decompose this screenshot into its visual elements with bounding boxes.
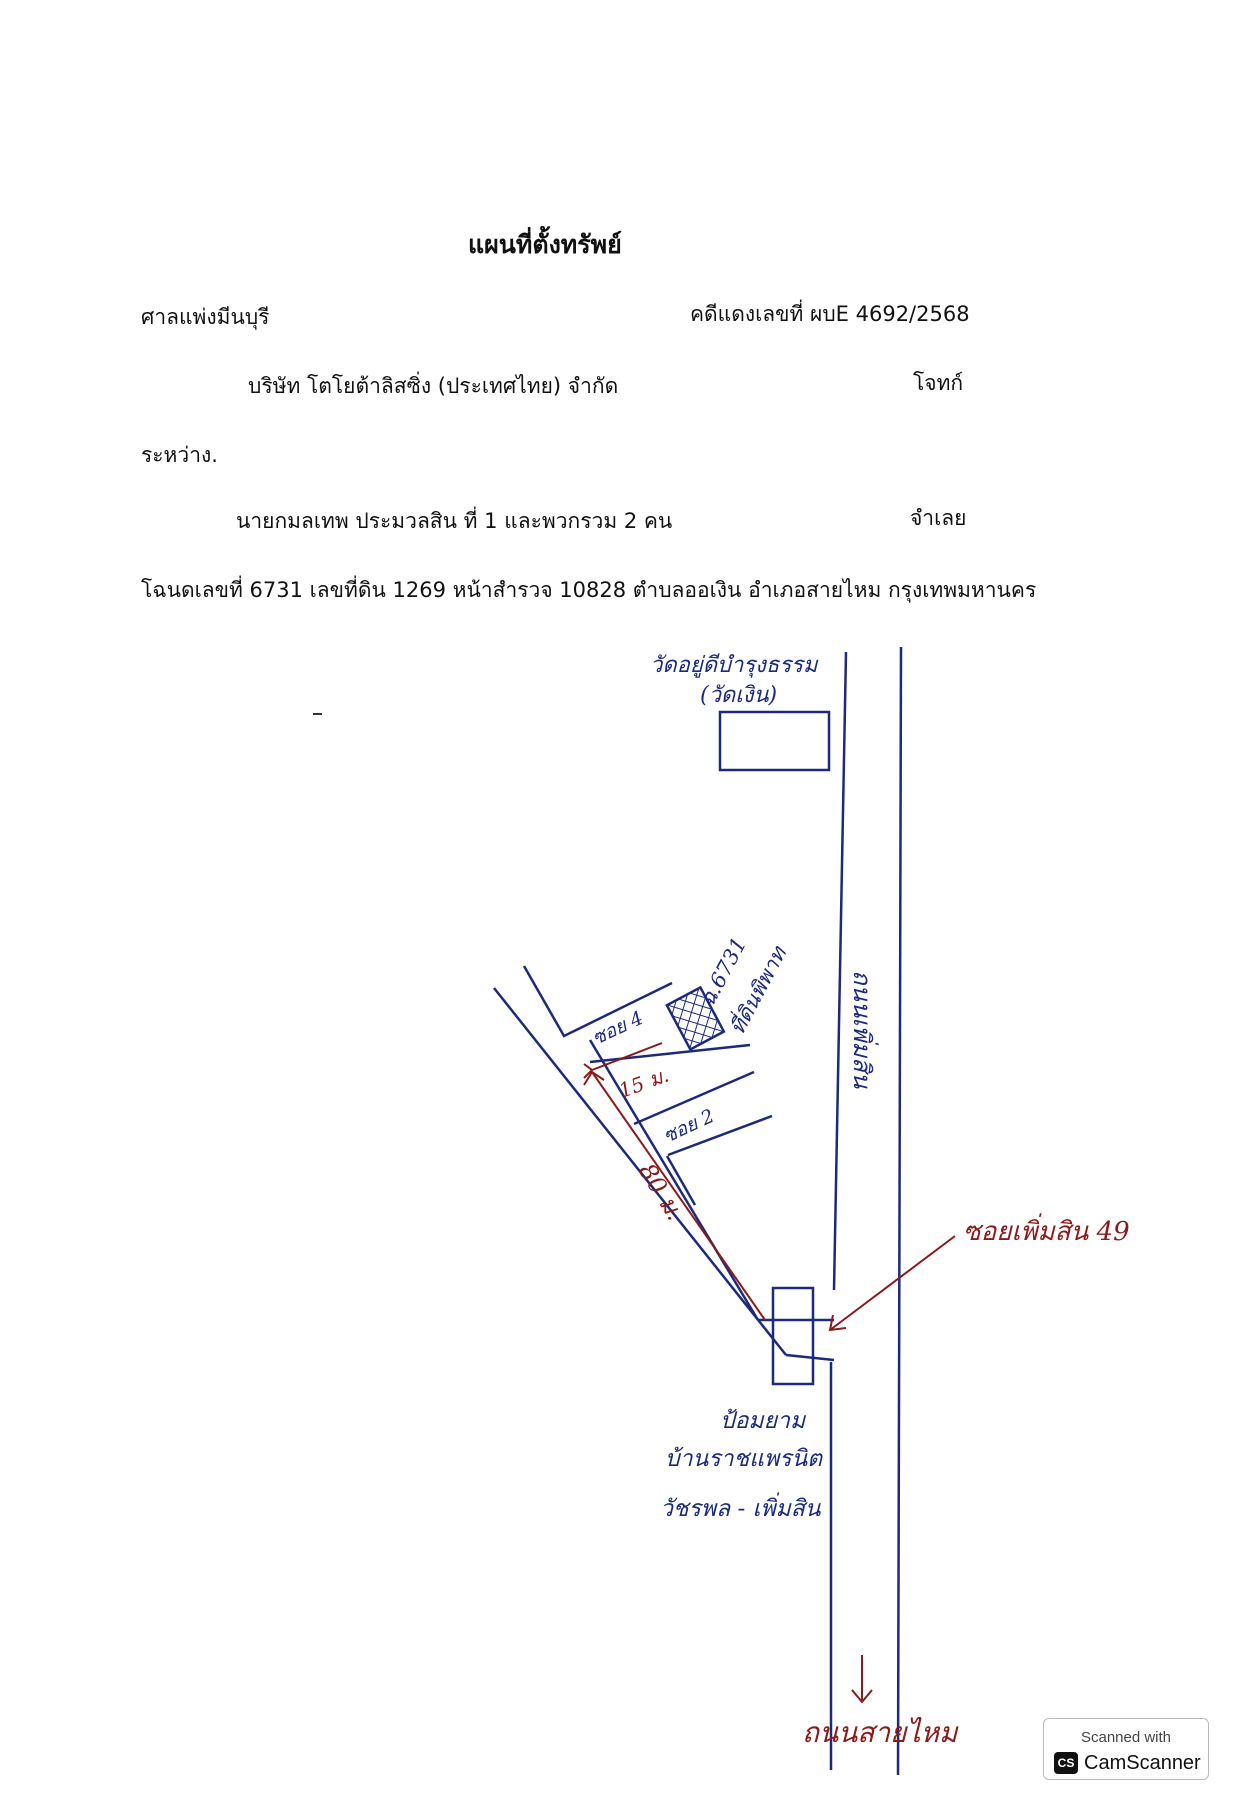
landmark-label-2: บ้านราชแพรนิต [665, 1446, 823, 1472]
soi-branch-connector [665, 1155, 697, 1206]
camscanner-brand: CamScanner [1084, 1752, 1201, 1774]
soi-2-label: ซอย 2 [660, 1105, 718, 1148]
main-road-right-edge [896, 646, 903, 1776]
defendant-role: จำเลย [910, 506, 967, 530]
plaintiff-name: บริษัท โตโยต้าลิสซิ่ง (ประเทศไทย) จำกัด [248, 374, 619, 398]
page-title: แผนที่ตั้งทรัพย์ [468, 230, 622, 259]
between-label: ระหว่าง. [141, 443, 218, 467]
guard-booth [771, 1286, 815, 1386]
temple-label: วัดอยู่ดีบำรุงธรรม [650, 653, 819, 678]
temple-sub-label: (วัดเงิน) [700, 683, 777, 708]
soi-main-label: ซอยเพิ่มสิน 49 [963, 1213, 1130, 1247]
distance-short-arrow [591, 1042, 663, 1071]
soi-junction-bottom [785, 1353, 835, 1362]
road-label: ถนนเพิ่มสิน [848, 970, 879, 1089]
distance-short-label: 15 ม. [616, 1063, 672, 1103]
camscanner-badge: Scanned with CS CamScanner [1043, 1718, 1209, 1780]
soi-pointer-arrow [829, 1235, 956, 1331]
property-parcel [665, 985, 726, 1052]
camscanner-logo-icon: CS [1054, 1752, 1078, 1774]
soi-pointer-arrowhead [828, 1314, 847, 1332]
soi-4-label: ซอย 4 [589, 1007, 647, 1050]
main-road-left-edge [832, 651, 848, 1291]
deed-info: โฉนดเลขที่ 6731 เลขที่ดิน 1269 หน้าสำรวจ… [141, 578, 1037, 602]
direction-arrowhead [851, 1689, 873, 1704]
defendant-name: นายกมลเทพ ประมวลสิน ที่ 1 และพวกรวม 2 คน [236, 509, 673, 533]
soi-2-edge [667, 1114, 773, 1157]
case-number: คดีแดงเลขที่ ผบE 4692/2568 [690, 302, 970, 326]
soi-4-road [522, 965, 673, 1038]
plaintiff-role: โจทก์ [913, 371, 964, 395]
distance-long-arrowhead [583, 1070, 605, 1086]
landmark-label-1: ป้อมยาม [720, 1408, 807, 1434]
court-name: ศาลแพ่งมีนบุรี [141, 305, 270, 329]
scanned-with-label: Scanned with [1080, 1729, 1172, 1746]
soi-4-lower-edge [589, 1043, 751, 1064]
soi-main-upper-edge [493, 987, 787, 1356]
soi-2-road [633, 1070, 755, 1126]
distance-long-arrow [591, 1071, 766, 1321]
landmark-label-3: วัชรพล - เพิ่มสิน [660, 1492, 822, 1522]
distance-short-arrowhead [583, 1063, 594, 1079]
direction-label: ถนนสายไหม [802, 1716, 959, 1749]
soi-main-lower-edge [588, 1039, 760, 1321]
temple-building [718, 710, 831, 772]
